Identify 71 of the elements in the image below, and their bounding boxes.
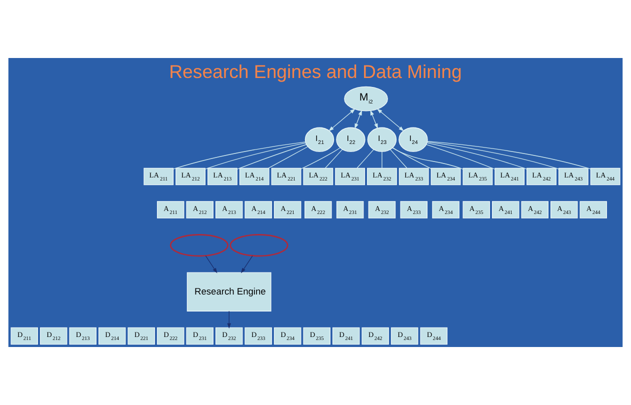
connector [236,144,307,170]
node-box: A$_{242}$ [521,201,548,218]
node-box: A$_{233}$ [400,201,428,218]
node-ellipse [230,234,288,257]
arrow [354,110,362,129]
node-box: D$_{242}$ [362,327,389,345]
node-box: LA$_{213}$ [207,168,238,186]
arrow [205,255,218,274]
node-box: A$_{212}$ [186,201,214,218]
connector [173,142,306,170]
arrow [240,255,253,274]
node-ellipse [170,234,228,257]
connector [426,142,528,170]
node-box: LA$_{232}$ [367,168,397,186]
node-box: LA$_{241}$ [494,168,525,186]
node-box: D$_{235}$ [303,327,330,345]
connector [356,149,374,168]
node-box: D$_{233}$ [244,327,272,345]
node-box: D$_{211}$ [10,327,38,345]
connector [426,142,559,170]
node-box: D$_{222}$ [156,327,184,345]
node-box: D$_{232}$ [215,327,243,345]
connector [426,144,496,170]
arrow [227,310,231,329]
connector [300,147,340,170]
node-box: A$_{222}$ [304,201,332,218]
node-box: LA$_{242}$ [526,168,556,186]
diagram-title: Research Engines and Data Mining [169,61,462,82]
node-box: A$_{221}$ [274,201,302,218]
arrow [376,108,404,132]
node-box: A$_{235}$ [462,201,490,218]
node-box: D$_{231}$ [186,327,214,345]
node-box: A$_{231}$ [336,201,364,218]
connector [390,149,408,168]
node-box: A$_{241}$ [492,201,520,218]
node-box: LA$_{211}$ [144,168,174,186]
node-box: D$_{234}$ [274,327,302,345]
node-box: D$_{212}$ [40,327,68,345]
node-box: A$_{214}$ [244,201,272,218]
arrow [370,110,378,129]
connector [204,142,306,170]
node-box: D$_{221}$ [128,327,155,345]
node-box: A$_{211}$ [156,201,184,218]
node-box: LA$_{231}$ [335,168,366,186]
node-ellipse: M$_{i2}$ [344,86,388,112]
arrow [328,108,356,132]
connector [268,146,308,168]
node-box: A$_{213}$ [215,201,243,218]
connector [427,140,591,170]
node-box: LA$_{234}$ [430,168,461,186]
node-box: D$_{213}$ [69,327,96,345]
node-box: LA$_{244}$ [590,168,620,186]
node-box: Research Engine [186,272,272,312]
node-box: A$_{234}$ [432,201,460,218]
connector [392,147,432,169]
node-box: LA$_{235}$ [462,168,493,186]
node-box: LA$_{233}$ [398,168,429,186]
node-box: A$_{244}$ [580,201,607,218]
node-box: LA$_{243}$ [558,168,588,186]
node-box: LA$_{221}$ [271,168,302,186]
node-box: D$_{214}$ [98,327,126,345]
node-box: LA$_{212}$ [176,168,206,186]
node-box: A$_{243}$ [550,201,578,218]
node-box: LA$_{214}$ [239,168,270,186]
node-box: LA$_{222}$ [303,168,334,186]
node-box: D$_{244}$ [420,327,448,345]
node-box: D$_{241}$ [332,327,360,345]
connector [392,148,464,170]
connector [324,149,343,168]
node-box: D$_{243}$ [390,327,418,345]
node-box: A$_{232}$ [368,201,396,218]
